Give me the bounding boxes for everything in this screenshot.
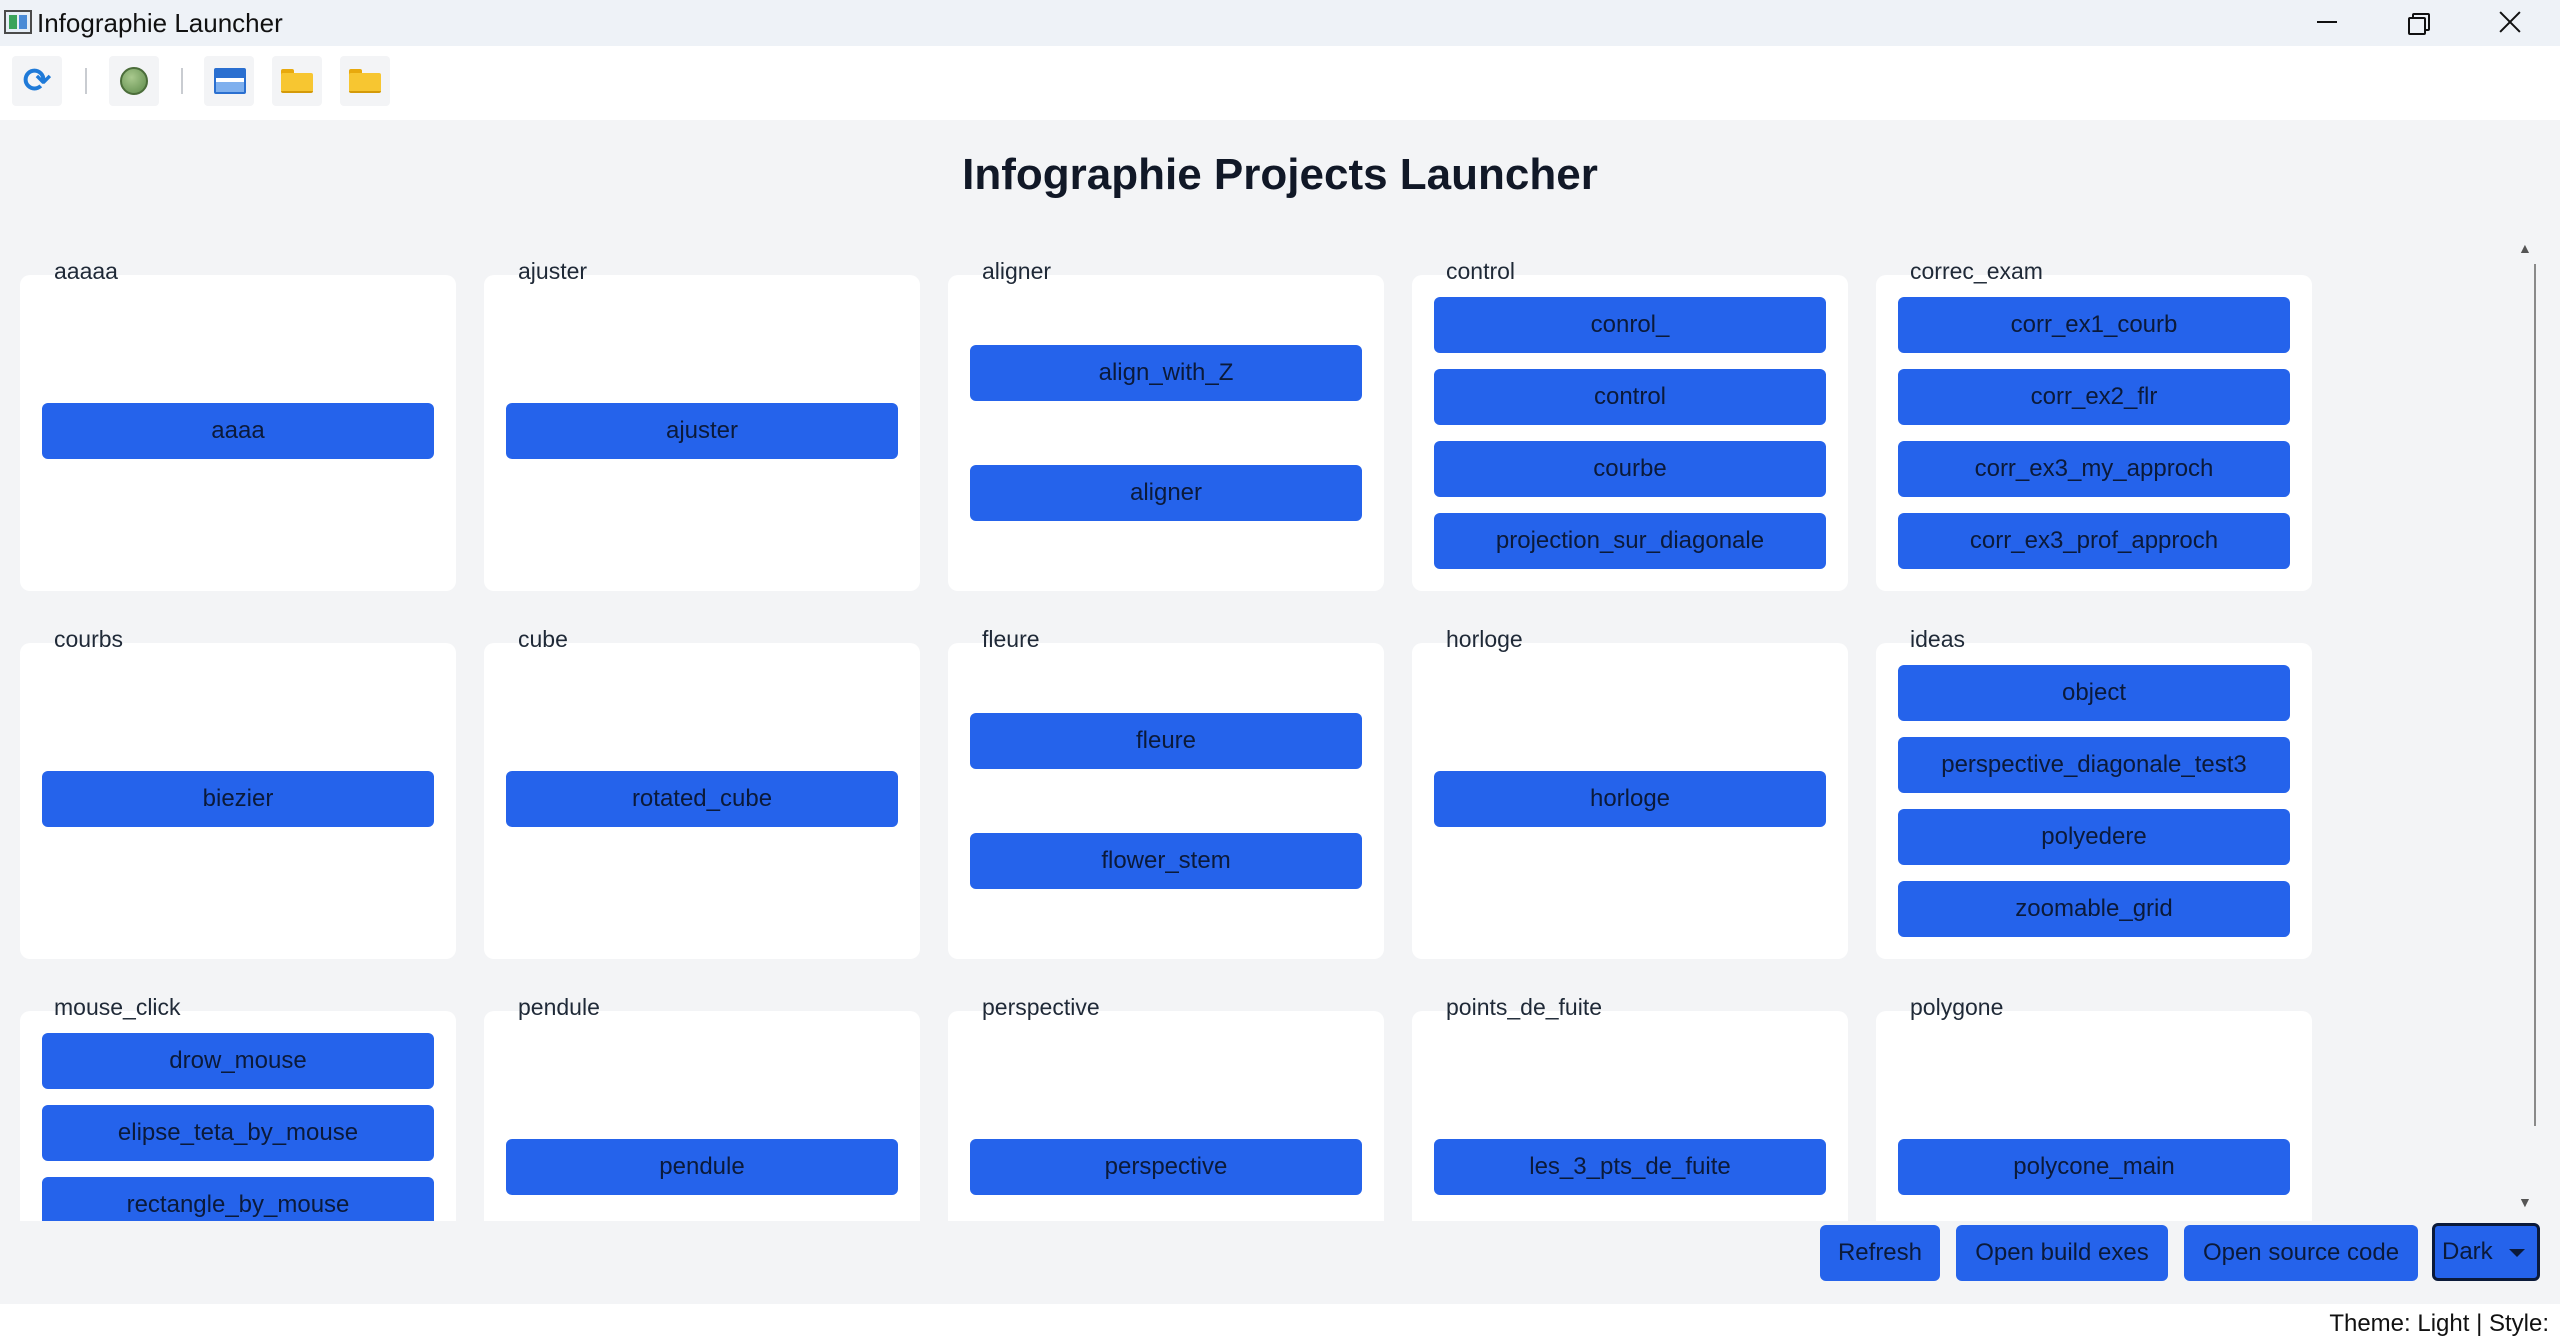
- project-card-title: courbs: [54, 626, 124, 652]
- launch-app-button[interactable]: polycone_main: [1898, 1139, 2290, 1195]
- scrollbar-track[interactable]: [2514, 264, 2536, 1126]
- launch-app-button[interactable]: les_3_pts_de_fuite: [1434, 1139, 1826, 1195]
- open-source-code-button[interactable]: Open source code: [2184, 1225, 2418, 1281]
- project-card-title: pendule: [518, 994, 600, 1020]
- project-card-title: perspective: [982, 994, 1100, 1020]
- title-bar: Infographie Launcher: [0, 0, 2560, 46]
- restore-button[interactable]: [2372, 0, 2462, 46]
- toolbar: ⟳: [0, 46, 2560, 120]
- launch-app-button[interactable]: control: [1434, 369, 1826, 425]
- launch-app-button[interactable]: zoomable_grid: [1898, 881, 2290, 937]
- refresh-icon: ⟳: [22, 61, 52, 101]
- launch-app-button[interactable]: polyedere: [1898, 809, 2290, 865]
- folder-icon: [349, 69, 381, 93]
- app-icon: [4, 10, 32, 34]
- toolbar-circle-button[interactable]: [109, 56, 159, 106]
- project-card-title: aaaaa: [54, 258, 118, 284]
- launch-app-button[interactable]: courbe: [1434, 441, 1826, 497]
- launch-app-button[interactable]: corr_ex3_prof_approch: [1898, 513, 2290, 569]
- launch-app-button[interactable]: horloge: [1434, 771, 1826, 827]
- project-card: points_de_fuite les_3_pts_de_fuite: [1412, 994, 1848, 1221]
- status-text: Theme: Light | Style:: [2329, 1310, 2549, 1337]
- folder-icon: [281, 69, 313, 93]
- launch-app-button[interactable]: elipse_teta_by_mouse: [42, 1105, 434, 1161]
- project-card-title: aligner: [982, 258, 1052, 284]
- scroll-up-icon[interactable]: ▲: [2518, 240, 2532, 256]
- open-build-exes-button[interactable]: Open build exes: [1956, 1225, 2168, 1281]
- toolbar-folder-button[interactable]: [272, 56, 322, 106]
- project-card-title: points_de_fuite: [1446, 994, 1603, 1020]
- toolbar-folder-button[interactable]: [340, 56, 390, 106]
- page-title: Infographie Projects Launcher: [962, 150, 1598, 199]
- window-icon: [214, 68, 246, 94]
- toolbar-separator: [85, 68, 87, 94]
- launch-app-button[interactable]: object: [1898, 665, 2290, 721]
- theme-dropdown[interactable]: Dark: [2432, 1223, 2540, 1281]
- vertical-scrollbar[interactable]: ▲ ▼: [2514, 240, 2536, 1210]
- launch-app-button[interactable]: align_with_Z: [970, 345, 1362, 401]
- project-card: ajuster ajuster: [484, 258, 920, 591]
- launch-app-button[interactable]: perspective_diagonale_test3: [1898, 737, 2290, 793]
- project-card-title: polygone: [1910, 994, 2004, 1020]
- launch-app-button[interactable]: fleure: [970, 713, 1362, 769]
- project-card-title: cube: [518, 626, 568, 652]
- launch-app-button[interactable]: conrol_: [1434, 297, 1826, 353]
- project-card-title: mouse_click: [54, 994, 181, 1020]
- close-button[interactable]: [2464, 0, 2554, 46]
- project-card: pendule pendule: [484, 994, 920, 1221]
- scroll-down-icon[interactable]: ▼: [2518, 1194, 2532, 1210]
- project-card: cube rotated_cube: [484, 626, 920, 959]
- launch-app-button[interactable]: perspective: [970, 1139, 1362, 1195]
- launch-app-button[interactable]: projection_sur_diagonale: [1434, 513, 1826, 569]
- project-card: mouse_click drow_mouse elipse_teta_by_mous…: [20, 994, 456, 1221]
- launch-app-button[interactable]: ajuster: [506, 403, 898, 459]
- minimize-button[interactable]: [2282, 0, 2372, 46]
- window-title: Infographie Launcher: [37, 8, 283, 38]
- chevron-down-icon: [2509, 1249, 2525, 1257]
- toolbar-separator: [181, 68, 183, 94]
- refresh-button[interactable]: Refresh: [1820, 1225, 1940, 1281]
- project-card-title: ajuster: [518, 258, 588, 284]
- project-card: horloge horloge: [1412, 626, 1848, 959]
- launch-app-button[interactable]: corr_ex1_courb: [1898, 297, 2290, 353]
- project-card-title: control: [1446, 258, 1516, 284]
- launch-app-button[interactable]: corr_ex3_my_approch: [1898, 441, 2290, 497]
- launch-app-button[interactable]: aaaa: [42, 403, 434, 459]
- toolbar-window-button[interactable]: [204, 56, 254, 106]
- project-card-title: ideas: [1910, 626, 1965, 652]
- theme-dropdown-value: Dark: [2442, 1238, 2493, 1265]
- green-circle-icon: [120, 67, 148, 95]
- project-card: courbs biezier: [20, 626, 456, 959]
- project-card: fleure fleure flower_stem: [948, 626, 1384, 959]
- toolbar-refresh-button[interactable]: ⟳: [12, 56, 62, 106]
- status-bar: Theme: Light | Style:: [0, 1304, 2560, 1344]
- project-card-title: horloge: [1446, 626, 1523, 652]
- project-card: polygone polycone_main: [1876, 994, 2312, 1221]
- launch-app-button[interactable]: biezier: [42, 771, 434, 827]
- project-card-title: fleure: [982, 626, 1040, 652]
- launch-app-button[interactable]: drow_mouse: [42, 1033, 434, 1089]
- project-card: perspective perspective: [948, 994, 1384, 1221]
- project-card-title: correc_exam: [1910, 258, 2043, 284]
- launch-app-button[interactable]: flower_stem: [970, 833, 1362, 889]
- launch-app-button[interactable]: corr_ex2_flr: [1898, 369, 2290, 425]
- launch-app-button[interactable]: aligner: [970, 465, 1362, 521]
- launch-app-button[interactable]: pendule: [506, 1139, 898, 1195]
- launch-app-button[interactable]: rotated_cube: [506, 771, 898, 827]
- launch-app-button[interactable]: rectangle_by_mouse: [42, 1177, 434, 1221]
